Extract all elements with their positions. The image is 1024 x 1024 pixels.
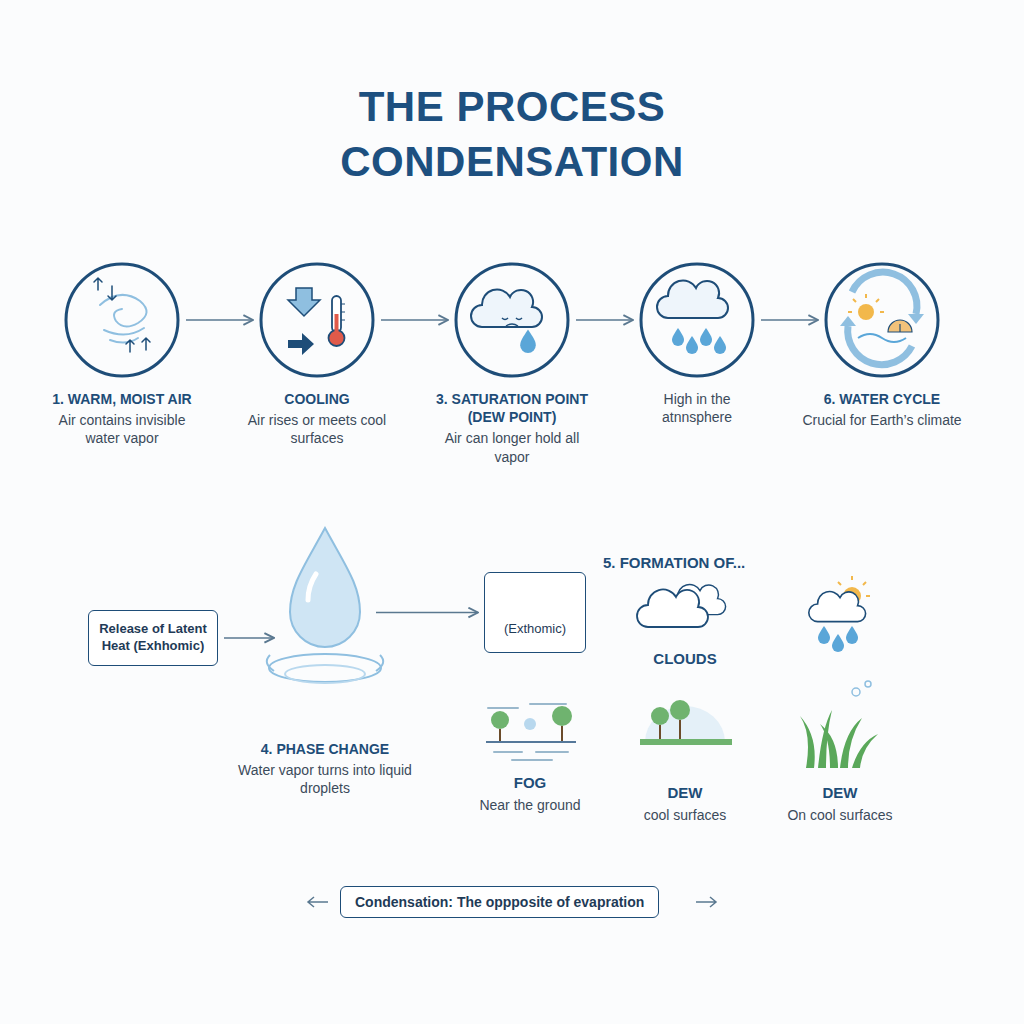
- latent-heat-box: Release of Latent Heat (Exhhomic): [88, 610, 218, 666]
- step-circle: High in the atnnsphere: [639, 262, 755, 378]
- step-heading: 1. WARM, MOIST AIR: [27, 390, 217, 408]
- diagram-title: THE PROCESS CONDENSATION: [262, 80, 762, 189]
- step-circle: COOLINGAir rises or meets cool surfaces: [259, 262, 375, 378]
- node-text: Air contains invisible water vapor: [42, 411, 202, 447]
- node-text: Release of Latent Heat (Exhhomic): [97, 621, 209, 655]
- form-label: FOG: [440, 774, 620, 791]
- flow-arrow: [381, 319, 448, 321]
- flow-arrow: [576, 319, 633, 321]
- step-circle: 6. WATER CYCLECrucial for Earth’s climat…: [824, 262, 940, 378]
- circle-outline: [259, 262, 375, 378]
- step-circle-outline: [456, 264, 568, 376]
- circle-outline: [454, 262, 570, 378]
- flow-arrow: [376, 612, 478, 614]
- dew-landscape-icon: [640, 700, 732, 742]
- step-circle-outline: [641, 264, 753, 376]
- node-text: High in the atnnsphere: [642, 390, 752, 426]
- node-text: Air rises or meets cool surfaces: [230, 411, 405, 447]
- section-heading: 5. FORMATION OF...: [603, 554, 823, 571]
- form-label: DEW: [595, 784, 775, 801]
- fog-icon: [486, 704, 576, 760]
- sun-rain-icon: [809, 576, 870, 652]
- moist-air-icon: [94, 278, 150, 352]
- form-label: CLOUDS: [595, 650, 775, 667]
- step-circle: 3. SATURATION POINT (DEW POINT)Air can l…: [454, 262, 570, 378]
- clouds-icon: [637, 585, 726, 627]
- node-text: Water vapor turns into liquid droplets: [230, 761, 420, 797]
- circle-outline: [824, 262, 940, 378]
- water-drop-illustration: [267, 528, 383, 683]
- node-text: Crucial for Earth’s climate: [782, 411, 982, 429]
- step-heading: 3. SATURATION POINT (DEW POINT): [422, 390, 602, 426]
- step-circle-outline: [66, 264, 178, 376]
- step-heading: COOLING: [222, 390, 412, 408]
- form-description: Near the ground: [440, 797, 620, 813]
- form-description: cool surfaces: [595, 807, 775, 823]
- step-circle-outline: [261, 264, 373, 376]
- cooling-icon: [288, 288, 345, 355]
- step-heading: 6. WATER CYCLE: [782, 390, 982, 408]
- node-text: (Exthomic): [491, 621, 579, 638]
- flow-arrow: [761, 319, 818, 321]
- rain-cloud-icon: [657, 280, 728, 354]
- node-text: Condensation: The oppposite of evapratio…: [355, 893, 644, 911]
- form-label: DEW: [750, 784, 930, 801]
- step-heading: 4. PHASE CHANGE: [210, 740, 440, 758]
- flow-arrow: [186, 319, 253, 321]
- node-text: Air can longer hold all vapor: [437, 429, 587, 465]
- grass-dew-icon: [800, 681, 878, 768]
- circle-outline: [64, 262, 180, 378]
- flow-arrow: [224, 637, 274, 639]
- water-cycle-icon: [840, 272, 924, 364]
- step-circle-outline: [826, 264, 938, 376]
- exothermic-box: (Exthomic): [484, 572, 586, 653]
- form-description: On cool surfaces: [750, 807, 930, 823]
- definition-box: Condensation: The oppposite of evapratio…: [340, 886, 659, 918]
- phase-change-drop: 4. PHASE CHANGEWater vapor turns into li…: [280, 525, 370, 700]
- saturation-cloud-icon: [471, 289, 542, 353]
- circle-outline: [639, 262, 755, 378]
- step-circle: 1. WARM, MOIST AIRAir contains invisible…: [64, 262, 180, 378]
